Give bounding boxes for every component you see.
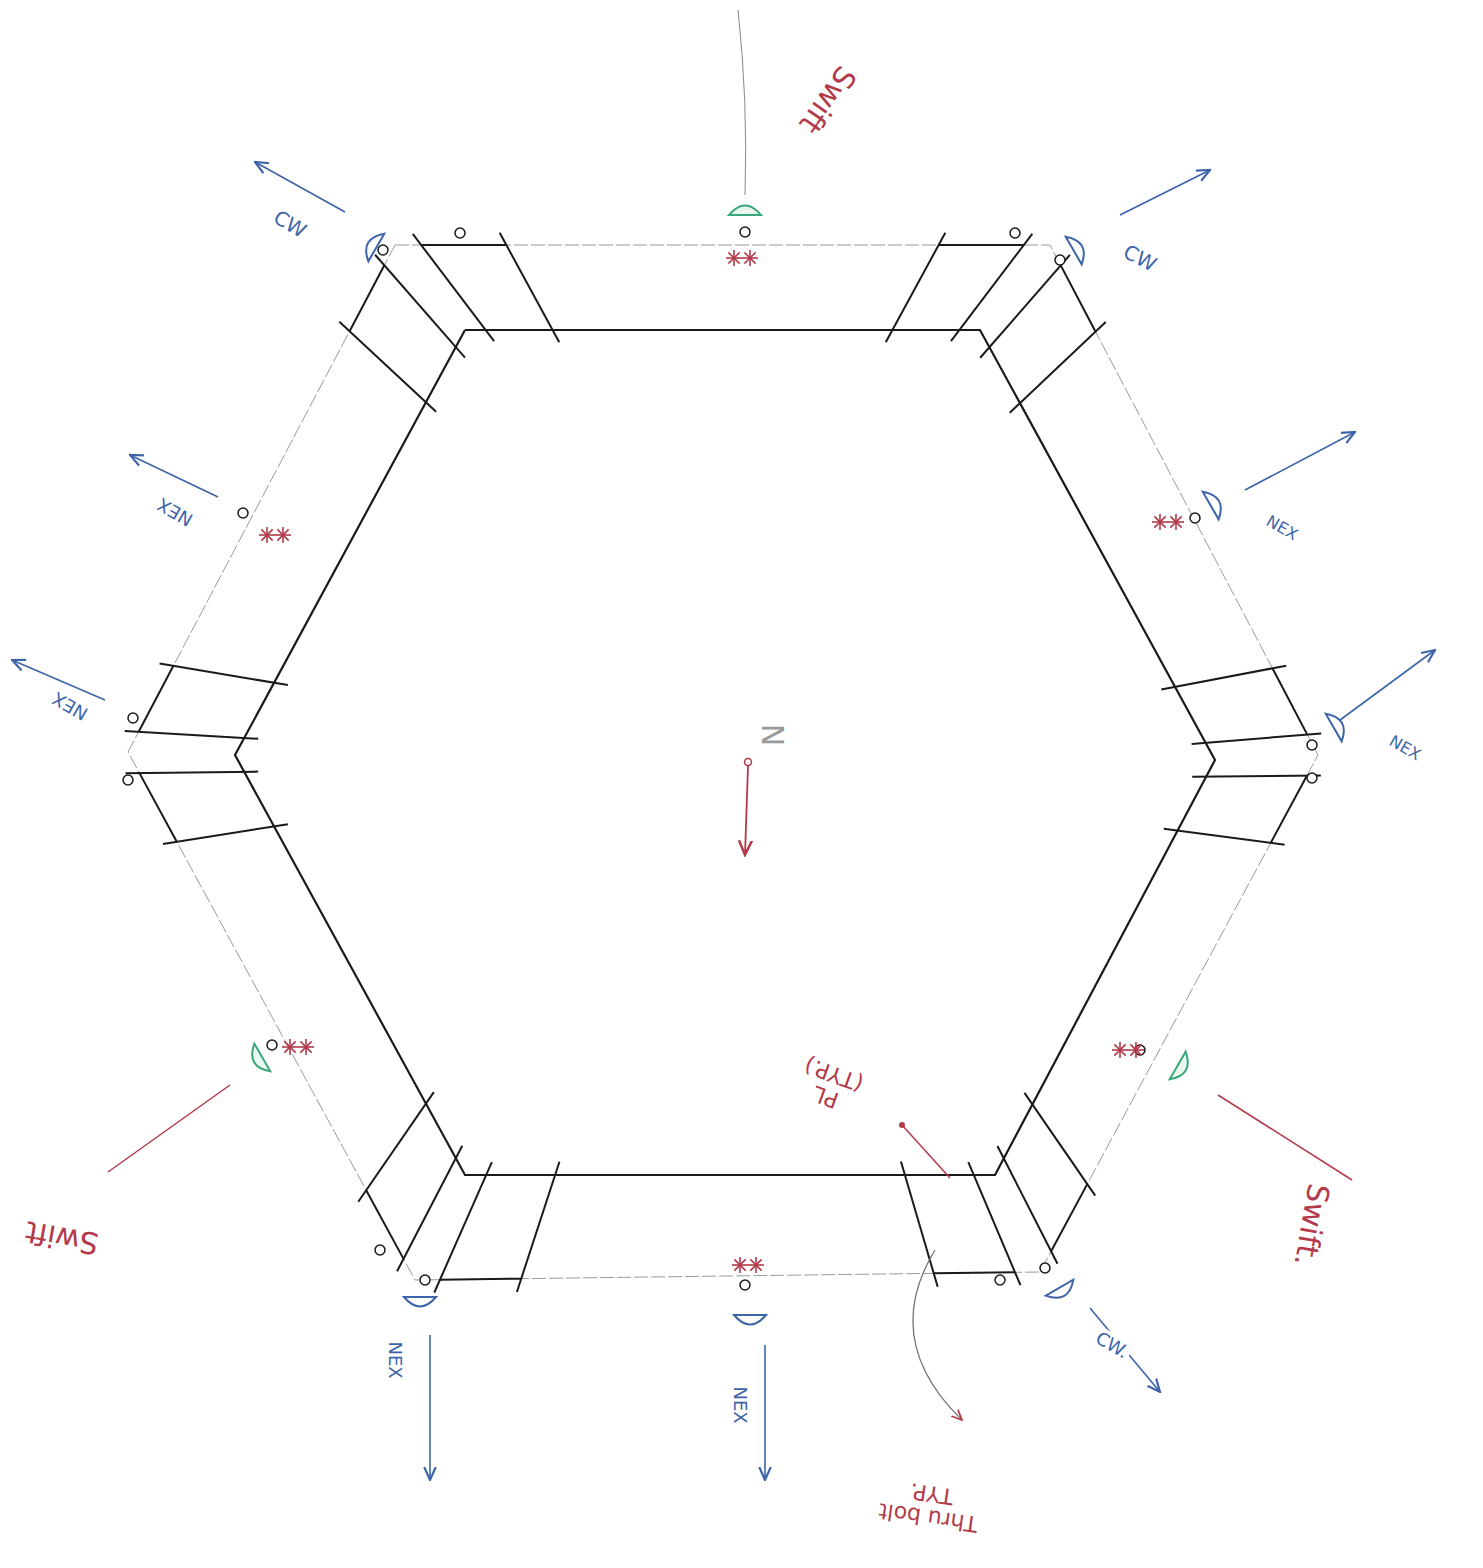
- lens-symbol: [1046, 1280, 1078, 1304]
- annotation-label: CW: [1117, 238, 1163, 278]
- annotation-label: NEX: [729, 1383, 751, 1426]
- anchor-mark: [726, 250, 758, 266]
- anchor-mark: [1112, 1042, 1144, 1058]
- annotation-label: NEX: [151, 492, 199, 532]
- annotation-label: Swift: [20, 1214, 105, 1262]
- annotation-label: NEX: [384, 1338, 406, 1381]
- anchor-mark: [282, 1039, 314, 1055]
- anchor-mark: [732, 1257, 764, 1273]
- annotation-label: Swift.: [1287, 1178, 1337, 1272]
- lens-symbol: [1203, 487, 1227, 519]
- lens-symbol: [360, 229, 384, 261]
- annotation-label: PL (TYP.): [781, 1047, 879, 1124]
- anchor-mark: [1152, 514, 1184, 530]
- lens-symbol: [734, 1315, 766, 1325]
- annotation-label: N: [755, 721, 790, 749]
- lens-symbol: [1326, 709, 1350, 741]
- lens-symbol: [1066, 232, 1090, 264]
- lens-symbol: [404, 1297, 436, 1307]
- lens-symbol: [1170, 1052, 1194, 1084]
- outer-line: [128, 245, 1318, 1280]
- panels: [125, 233, 1322, 1293]
- lens-symbol: [246, 1044, 270, 1076]
- inner-wall: [235, 330, 1215, 1175]
- bolt-holes: [123, 227, 1317, 1290]
- annotation-label: NEX: [1383, 730, 1427, 766]
- leader-lines: [108, 10, 1352, 1420]
- annotation-label: Thru bolt TYP.: [859, 1471, 1001, 1540]
- annotation-label: Swift: [791, 57, 865, 142]
- anchor-mark: [259, 527, 291, 543]
- annotation-label: CW: [267, 204, 313, 245]
- lens-symbol: [729, 206, 761, 216]
- annotation-label: CW.: [1089, 1326, 1135, 1365]
- direction-arrows: [12, 162, 1435, 1480]
- annotation-label: NEX: [1260, 510, 1304, 546]
